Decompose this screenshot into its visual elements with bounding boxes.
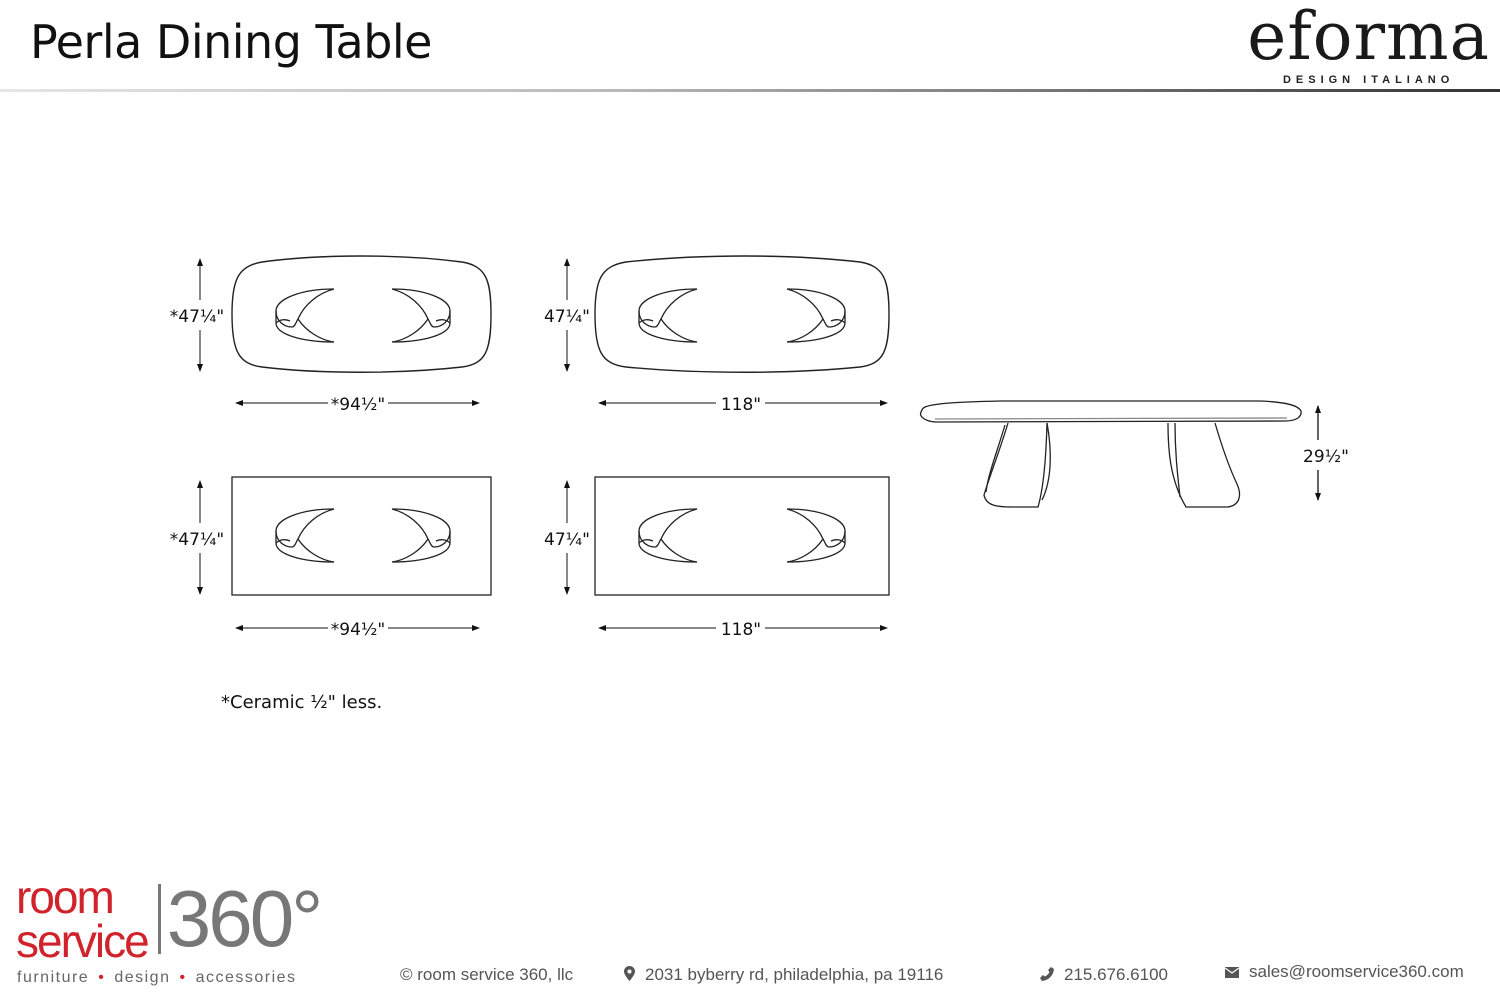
top-view-rect-small: *47¼" *94½" [170,476,492,640]
base-cutout-left [275,508,335,563]
map-pin-icon [624,965,635,987]
width-label: 118" [721,395,761,415]
tagline-accessories: accessories [195,969,297,986]
footer-address: 2031 byberry rd, philadelphia, pa 19116 [624,964,943,987]
phone-text[interactable]: 215.676.6100 [1064,965,1168,984]
base-cutout-right [787,289,845,342]
tagline-separator: • [98,969,106,986]
logo-service: service [16,915,150,967]
tagline-design: design [114,969,171,986]
logo-360: 360° [166,874,323,963]
width-label: *94½" [331,395,385,415]
table-top-outline [231,476,492,596]
phone-icon [1040,965,1054,987]
tagline-furniture: furniture [17,969,90,986]
width-label: 118" [721,620,761,640]
footer-tagline: furniture • design • accessories [17,968,297,988]
base-cutout-left [638,288,698,343]
table-top-outline [594,476,890,596]
base-cutout-left [275,288,335,343]
base-cutout-right [787,509,845,562]
base-cutout-left [638,508,698,563]
email-link[interactable]: sales@roomservice360.com [1249,962,1464,981]
eforma-logo-tagline: DESIGN ITALIANO [1282,74,1455,86]
ceramic-note: *Ceramic ½" less. [221,692,383,713]
leg-right-edge [1174,422,1181,498]
tagline-separator: • [179,969,187,986]
logo-divider [157,884,161,954]
height-label: 29½" [1303,447,1349,467]
leg-left-edge [1041,422,1051,501]
table-top-outline [231,255,492,373]
top-view-oval-large: 47¼" 118" [544,255,890,415]
logo-room: room [16,871,115,923]
leg-right [1167,422,1241,508]
depth-label: 47¼" [544,530,590,550]
footer-phone: 215.676.6100 [1040,964,1168,987]
top-view-rect-large: 47¼" 118" [544,476,890,640]
base-cutout-right [392,289,450,342]
table-top-side [919,400,1302,423]
room-service-360-logo: room service 360° [16,871,323,967]
top-view-oval-small: *47¼" *94½" [170,255,492,415]
width-label: *94½" [331,620,385,640]
side-view: 29½" [919,400,1349,508]
leg-left-edge [985,424,1006,493]
footer-email: sales@roomservice360.com [1224,961,1464,984]
depth-label: *47¼" [170,307,224,327]
table-top-edge [934,417,1288,420]
table-top-outline [594,255,890,373]
eforma-logo: eforma DESIGN ITALIANO [1247,0,1490,87]
depth-label: 47¼" [544,307,590,327]
page-title: Perla Dining Table [30,15,432,69]
eforma-logo-word: eforma [1247,0,1490,75]
base-cutout-right [392,509,450,562]
header-divider [0,89,1500,92]
envelope-icon [1224,962,1240,984]
address-text: 2031 byberry rd, philadelphia, pa 19116 [645,965,944,984]
leg-left [983,422,1048,508]
footer-copyright: © room service 360, llc [400,965,574,984]
depth-label: *47¼" [170,530,224,550]
